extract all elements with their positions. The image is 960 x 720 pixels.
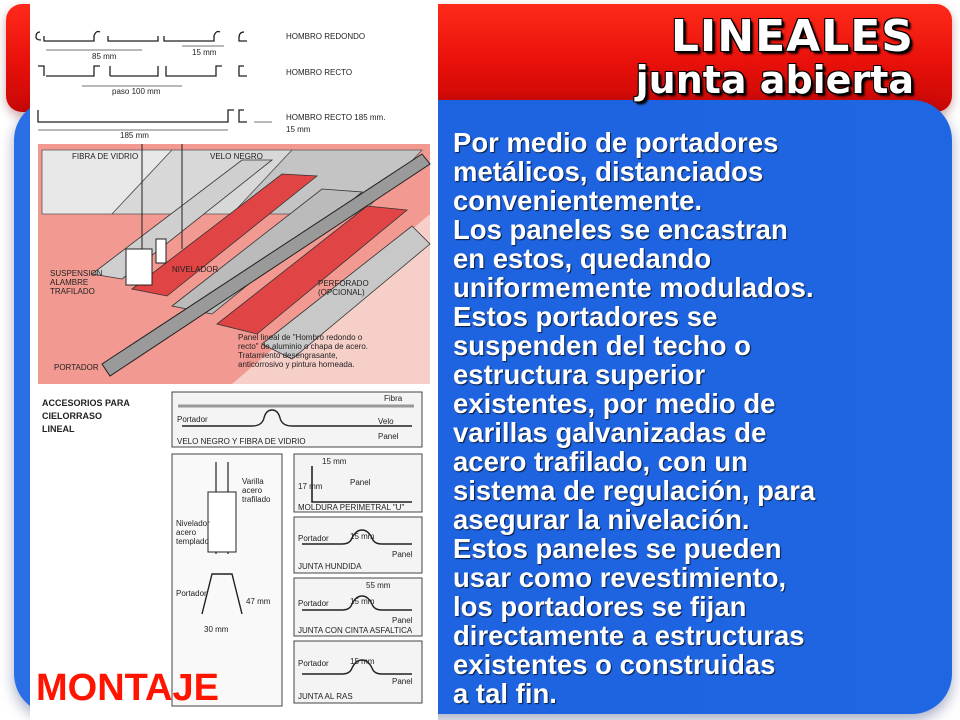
body-line: metálicos, distanciados <box>453 156 764 187</box>
suspension-detail <box>171 453 283 707</box>
profile-dimensions <box>38 45 272 131</box>
body-line: en estos, quedando <box>453 243 712 274</box>
dim-label: 185 mm <box>120 131 149 140</box>
iso-label: NIVELADOR <box>172 265 218 274</box>
isometric-view <box>38 144 431 384</box>
joint-label: JUNTA CON CINTA ASFALTICA <box>298 626 413 635</box>
body-line: existentes, por medio de <box>453 388 776 419</box>
body-line: usar como revestimiento, <box>453 562 787 593</box>
joint-label: Portador <box>298 659 329 668</box>
accessory-label: VELO NEGRO Y FIBRA DE VIDRIO <box>177 437 306 446</box>
joint-hundida <box>293 516 423 574</box>
joint-label: 55 mm <box>366 581 391 590</box>
body-line: a tal fin. <box>453 678 557 709</box>
joint-label: 15 mm <box>350 597 375 606</box>
body-line: Estos portadores se <box>453 301 718 332</box>
ceiling-diagram: 85 mm 15 mm paso 100 mm 185 mm 15 mm HOM… <box>35 30 431 707</box>
body-line: uniformemente modulados. <box>453 272 814 303</box>
dim-label: 15 mm <box>192 48 217 57</box>
joint-moldura <box>293 453 423 513</box>
accessories-title: ACCESORIOS PARA <box>42 398 130 408</box>
suspension-label: acero <box>176 528 197 537</box>
joint-label: Portador <box>298 534 329 543</box>
body-line: los portadores se fijan <box>453 591 747 622</box>
suspension-label: 47 mm <box>246 597 271 606</box>
joint-label: Panel <box>392 616 413 625</box>
suspension-label: Nivelador <box>176 519 210 528</box>
title-block: LINEALES junta abierta <box>635 11 914 102</box>
iso-label: TRAFILADO <box>50 287 95 296</box>
iso-label: Tratamiento desengrasante, <box>238 351 338 360</box>
accessory-label: Panel <box>378 432 399 441</box>
iso-label: anticorrosivo y pintura horneada. <box>238 360 355 369</box>
title-main: LINEALES <box>670 11 914 62</box>
body-line: directamente a estructuras <box>453 620 805 651</box>
profile-label: HOMBRO RECTO 185 mm. <box>286 113 385 122</box>
joint-label: 17 mm <box>298 482 323 491</box>
body-line: acero trafilado, con un <box>453 446 748 477</box>
body-line: suspenden del techo o <box>453 330 751 361</box>
joint-label: JUNTA HUNDIDA <box>298 562 362 571</box>
joint-ras <box>293 640 423 704</box>
accessories-title: LINEAL <box>42 424 75 434</box>
accessory-label: Velo <box>378 417 394 426</box>
joint-label: Panel <box>392 550 413 559</box>
iso-label: PERFORADO <box>318 279 369 288</box>
iso-label: ALAMBRE <box>50 278 88 287</box>
joint-label: 15 mm <box>322 457 347 466</box>
iso-label: Panel lineal de "Hombro redondo o <box>238 333 363 342</box>
suspension-label: Varilla <box>242 477 264 486</box>
body-line: sistema de regulación, para <box>453 475 816 506</box>
joint-cinta <box>293 577 423 637</box>
dim-label: 85 mm <box>92 52 117 61</box>
dim-label: paso 100 mm <box>112 87 161 96</box>
suspension-label: templado <box>176 537 209 546</box>
body-line: convenientemente. <box>453 185 703 216</box>
suspension-label: 30 mm <box>204 625 229 634</box>
joint-label: MOLDURA PERIMETRAL "U" <box>298 503 404 512</box>
title-sub: junta abierta <box>635 58 914 102</box>
iso-label: SUSPENSION <box>50 269 103 278</box>
iso-label: PORTADOR <box>54 363 99 372</box>
accessory-label: Portador <box>177 415 208 424</box>
body-line: asegurar la nivelación. <box>453 504 750 535</box>
body-line: Los paneles se encastran <box>453 214 788 245</box>
suspension-label: Portador <box>176 589 207 598</box>
iso-label: (OPCIONAL) <box>318 288 365 297</box>
joint-label: Portador <box>298 599 329 608</box>
joint-label: JUNTA AL RAS <box>298 692 353 701</box>
montaje-label: MONTAJE <box>36 667 219 709</box>
joint-label: 15 mm <box>350 657 375 666</box>
profile-label: HOMBRO REDONDO <box>286 32 365 41</box>
dim-label: 15 mm <box>286 125 311 134</box>
accessory-label: Fibra <box>384 394 403 403</box>
joint-label: Panel <box>350 478 371 487</box>
iso-label: recto" de aluminio o chapa de acero. <box>238 342 368 351</box>
body-line: Estos paneles se pueden <box>453 533 782 564</box>
suspension-label: acero <box>242 486 263 495</box>
body-line: varillas galvanizadas de <box>453 417 767 448</box>
profile-label: HOMBRO RECTO <box>286 68 352 77</box>
suspension-label: trafilado <box>242 495 271 504</box>
body-line: Por medio de portadores <box>453 127 779 158</box>
body-line: existentes o construidas <box>453 649 776 680</box>
accessory-velo-fibra <box>171 391 423 448</box>
panel-profiles <box>35 30 247 123</box>
iso-label: FIBRA DE VIDRIO <box>72 152 138 161</box>
iso-label: VELO NEGRO <box>210 152 263 161</box>
accessories-title: CIELORRASO <box>42 411 102 421</box>
body-line: estructura superior <box>453 359 706 390</box>
joint-label: 15 mm <box>350 532 375 541</box>
joint-label: Panel <box>392 677 413 686</box>
description-text: Por medio de portadores metálicos, dista… <box>453 128 923 708</box>
